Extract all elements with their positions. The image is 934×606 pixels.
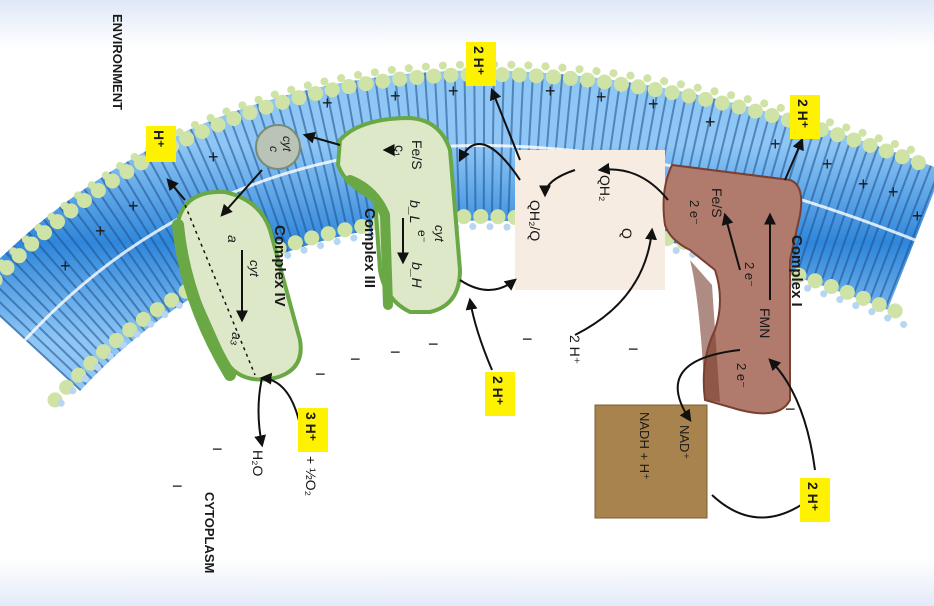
water-out-arrow (259, 378, 263, 445)
complex-i-e-bot: 2 e⁻ (734, 363, 749, 388)
plus-sign: + (95, 221, 106, 241)
complex-iv-a: a (225, 235, 241, 243)
quinone-pool-label: QH₂/Q (527, 200, 543, 241)
complex-i-fmn: FMN (757, 308, 773, 338)
plus-sign: + (596, 87, 607, 107)
minus-sign: − (390, 342, 401, 362)
complex-i-label: Complex I (788, 235, 805, 307)
complex-iv-cyt: cyt (247, 260, 262, 278)
oxygen-in-arrow (262, 378, 300, 425)
cyt-c-line1: cyt (280, 136, 294, 152)
minus-sign: − (628, 339, 639, 359)
plus-sign: + (822, 154, 833, 174)
oxygen-label: + ½O₂ (303, 456, 319, 496)
complex-iii-bl: b_L (407, 200, 423, 223)
minus-sign: − (428, 334, 439, 354)
cyt-c-line2: c (267, 146, 281, 152)
minus-sign: − (522, 329, 533, 349)
minus-sign: − (315, 364, 326, 384)
plus-sign: + (448, 81, 459, 101)
plus-sign: + (912, 206, 923, 226)
two-h-mid: 2 H⁺ (490, 376, 506, 405)
complex-i-body (664, 165, 802, 413)
cytoplasm-label: CYTOPLASM (202, 492, 217, 573)
nadh-out-arrow (712, 495, 815, 518)
minus-sign: − (172, 476, 183, 496)
plus-sign: + (322, 93, 333, 113)
plus-sign: + (888, 182, 899, 202)
complex-iii-cyt: cyt (432, 225, 447, 243)
plus-sign: + (648, 94, 659, 114)
complex-iii-e: e⁻ (415, 230, 429, 243)
cytochrome-c: cyt c (256, 125, 300, 169)
complex-iii-bh: b_H (409, 262, 425, 289)
plus-sign: + (128, 196, 139, 216)
complex-i-e-top: 2 e⁻ (687, 200, 702, 225)
plus-sign: + (705, 112, 716, 132)
plus-sign: + (858, 174, 869, 194)
minus-sign: − (212, 439, 223, 459)
two-h-right: 2 H⁺ (795, 99, 811, 128)
water-label: H₂O (250, 450, 266, 477)
nadh-label: NADH + H⁺ (637, 412, 652, 480)
plus-sign: + (60, 256, 71, 276)
h-env-left: H⁺ (151, 130, 167, 148)
complex-iii-fes: Fe/S (409, 140, 425, 170)
qh2-label: QH₂ (597, 175, 613, 201)
plus-sign: + (390, 86, 401, 106)
complex-iii-to-pool-arrow (460, 280, 515, 290)
plus-sign: + (545, 81, 556, 101)
plus-sign: + (208, 147, 219, 167)
environment-label: ENVIRONMENT (110, 14, 125, 110)
complex-i-fes: Fe/S (709, 188, 725, 218)
nadh-box: NAD⁺ NADH + H⁺ (595, 405, 707, 518)
two-h-top: 2 H⁺ (471, 46, 487, 75)
plus-sign: + (770, 134, 781, 154)
complex-iii-proton-in (470, 300, 492, 370)
complex-iv-label: Complex IV (271, 225, 288, 307)
complex-iii-label: Complex III (361, 208, 378, 288)
complex-iv-a3: a₃ (229, 332, 245, 346)
two-h-plain: 2 H⁺ (567, 335, 583, 364)
minus-sign: − (350, 349, 361, 369)
three-h: 3 H⁺ (303, 412, 319, 441)
complex-i-e-mid: 2 e⁻ (742, 262, 757, 287)
q-label: Q (619, 228, 635, 239)
nad-label: NAD⁺ (677, 425, 692, 459)
two-h-bottom: 2 H⁺ (805, 482, 821, 511)
minus-sign: − (785, 399, 796, 419)
